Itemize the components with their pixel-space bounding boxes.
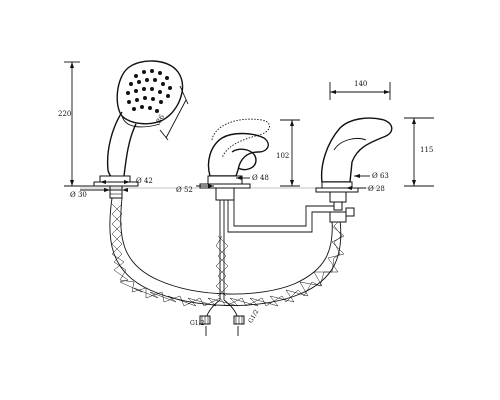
mixer-lever <box>231 148 257 171</box>
dimension-d30: Ø 30 <box>70 188 128 199</box>
dim-d28-label: Ø 28 <box>368 185 385 193</box>
hose-connector <box>329 211 347 223</box>
dim-d42-label: Ø 42 <box>136 177 153 185</box>
dim-d63-label: Ø 63 <box>372 172 389 180</box>
dimension-115: 115 <box>404 117 434 187</box>
g12-label-left: G1/2 <box>190 320 205 327</box>
spout-base <box>315 181 359 217</box>
dimension-86: 86 <box>155 85 189 141</box>
g12-fitting-left <box>199 315 211 325</box>
dim-86-label: 86 <box>155 113 167 125</box>
dimension-102: 102 <box>276 119 300 187</box>
spout-body <box>320 117 393 183</box>
mixer: 102 Ø 52 Ø 48 <box>176 118 300 201</box>
dimension-d63: Ø 63 <box>354 172 389 180</box>
g12-label-right: G1/2 <box>247 308 260 324</box>
hand-shower: 220 86 Ø 42 Ø 30 <box>58 60 189 199</box>
hand-shower-head <box>116 60 184 128</box>
mixer-base <box>199 175 251 201</box>
dimension-d48: Ø 48 <box>236 174 269 182</box>
dim-d30-label: Ø 30 <box>70 191 87 199</box>
dim-140-label: 140 <box>354 80 367 88</box>
shower-nozzles <box>126 69 172 113</box>
dimension-d42: Ø 42 <box>100 177 153 185</box>
dim-d48-label: Ø 48 <box>252 174 269 182</box>
dim-115-label: 115 <box>420 146 433 154</box>
braided-hose <box>109 197 347 307</box>
g12-fitting-right <box>233 315 245 325</box>
dim-d52-label: Ø 52 <box>176 186 193 194</box>
mixer-body <box>207 132 269 177</box>
hose-braid-pattern <box>111 203 345 307</box>
hand-shower-base <box>93 175 139 199</box>
mixer-lever-raised <box>211 118 270 159</box>
dimension-d52: Ø 52 <box>176 184 214 194</box>
supply-hoses: G1/2 G1/2 <box>190 235 261 336</box>
spout: 140 115 Ø 63 Ø 28 <box>315 80 434 217</box>
dim-220-label: 220 <box>58 110 71 118</box>
dimension-220: 220 <box>58 61 94 187</box>
dim-102-label: 102 <box>276 152 289 160</box>
dimension-140: 140 <box>329 80 391 100</box>
